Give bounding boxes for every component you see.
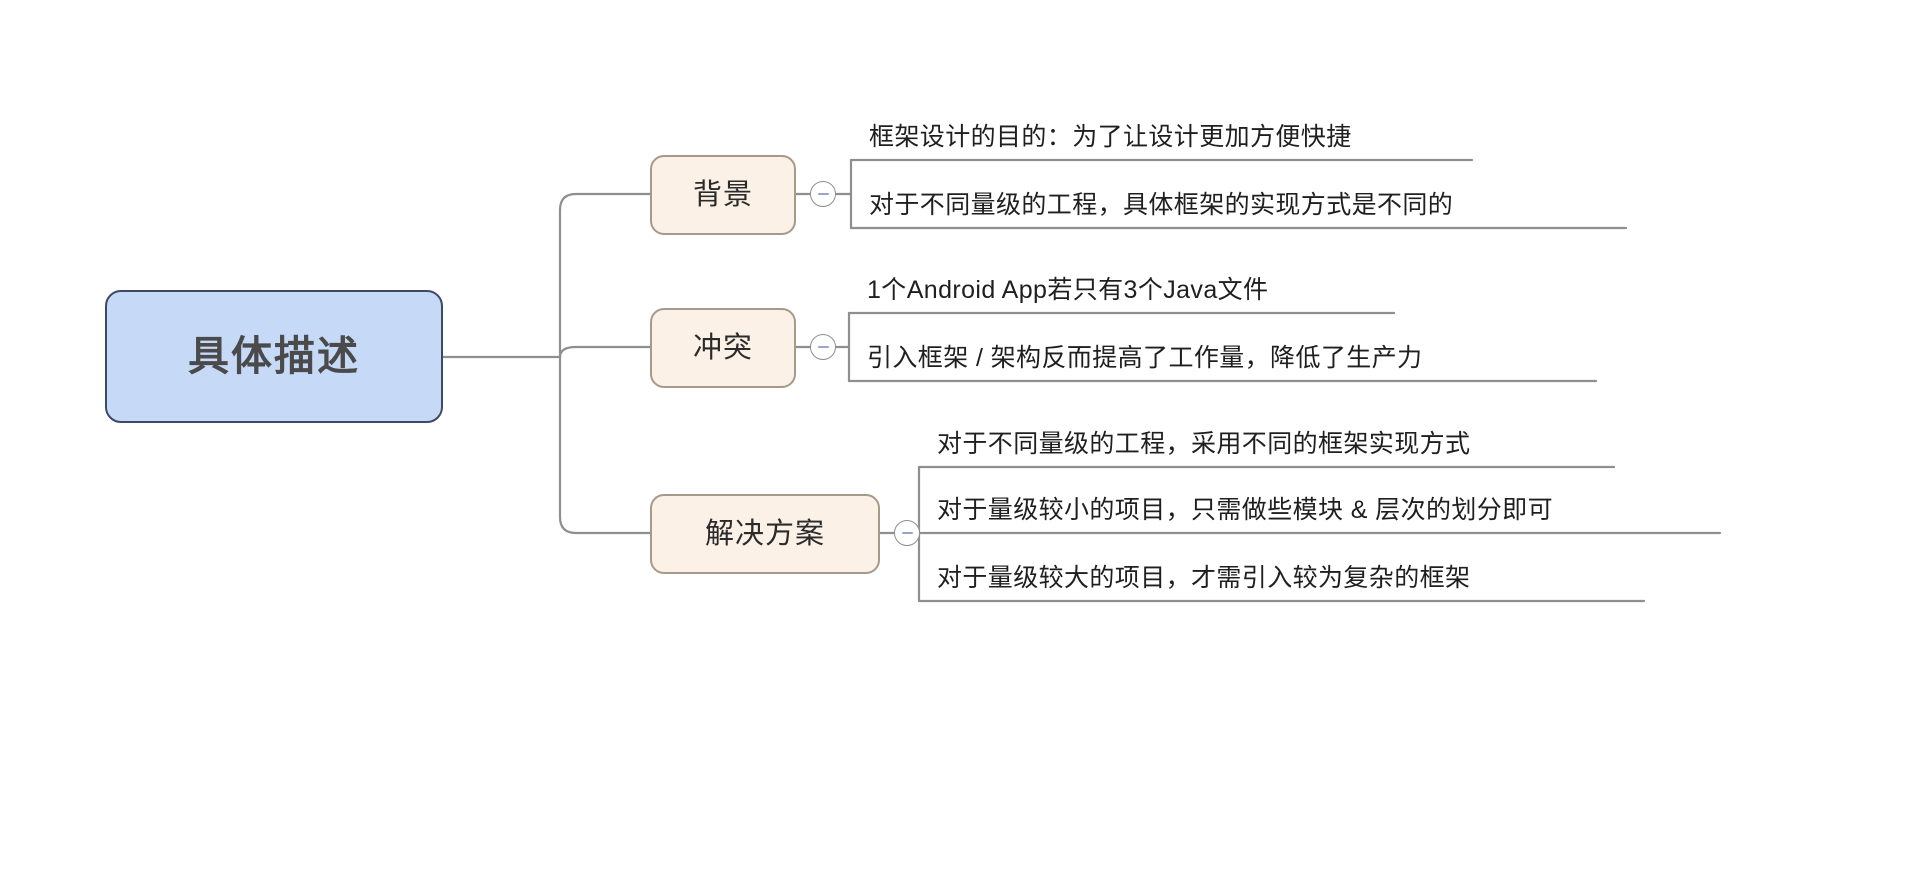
collapse-toggle-branch-1[interactable] (810, 181, 836, 207)
branch-node-3[interactable]: 解决方案 (650, 494, 880, 574)
branch-node-3-label: 解决方案 (704, 517, 825, 550)
leaf-1-2[interactable]: 对于不同量级的工程，具体框架的实现方式是不同的 (869, 191, 1454, 219)
collapse-toggle-branch-2[interactable] (810, 334, 836, 360)
edge-root-to-branch-2 (558, 345, 652, 359)
leaf-2-2[interactable]: 引入框架 / 架构反而提高了工作量，降低了生产力 (867, 344, 1423, 372)
leaf-3-2[interactable]: 对于量级较小的项目，只需做些模块 & 层次的划分即可 (937, 496, 1553, 524)
root-node[interactable]: 具体描述 (105, 290, 443, 423)
collapse-toggle-branch-3[interactable] (894, 520, 920, 546)
edge-root-to-branch-3 (558, 355, 652, 535)
root-node-label: 具体描述 (188, 333, 360, 379)
leaf-3-1[interactable]: 对于不同量级的工程，采用不同的框架实现方式 (937, 430, 1471, 458)
branch-node-2[interactable]: 冲突 (650, 308, 796, 388)
leaf-3-3[interactable]: 对于量级较大的项目，才需引入较为复杂的框架 (937, 564, 1471, 592)
minus-circle-icon (901, 531, 913, 535)
leaf-1-1[interactable]: 框架设计的目的：为了让设计更加方便快捷 (869, 123, 1352, 151)
edge-root-to-branch-1 (558, 192, 652, 359)
branch-node-2-label: 冲突 (692, 331, 753, 364)
minus-circle-icon (817, 345, 829, 349)
minus-circle-icon (817, 192, 829, 196)
branch-node-1-label: 背景 (692, 178, 753, 211)
branch-node-1[interactable]: 背景 (650, 155, 796, 235)
leaf-2-1[interactable]: 1个Android App若只有3个Java文件 (867, 276, 1269, 304)
